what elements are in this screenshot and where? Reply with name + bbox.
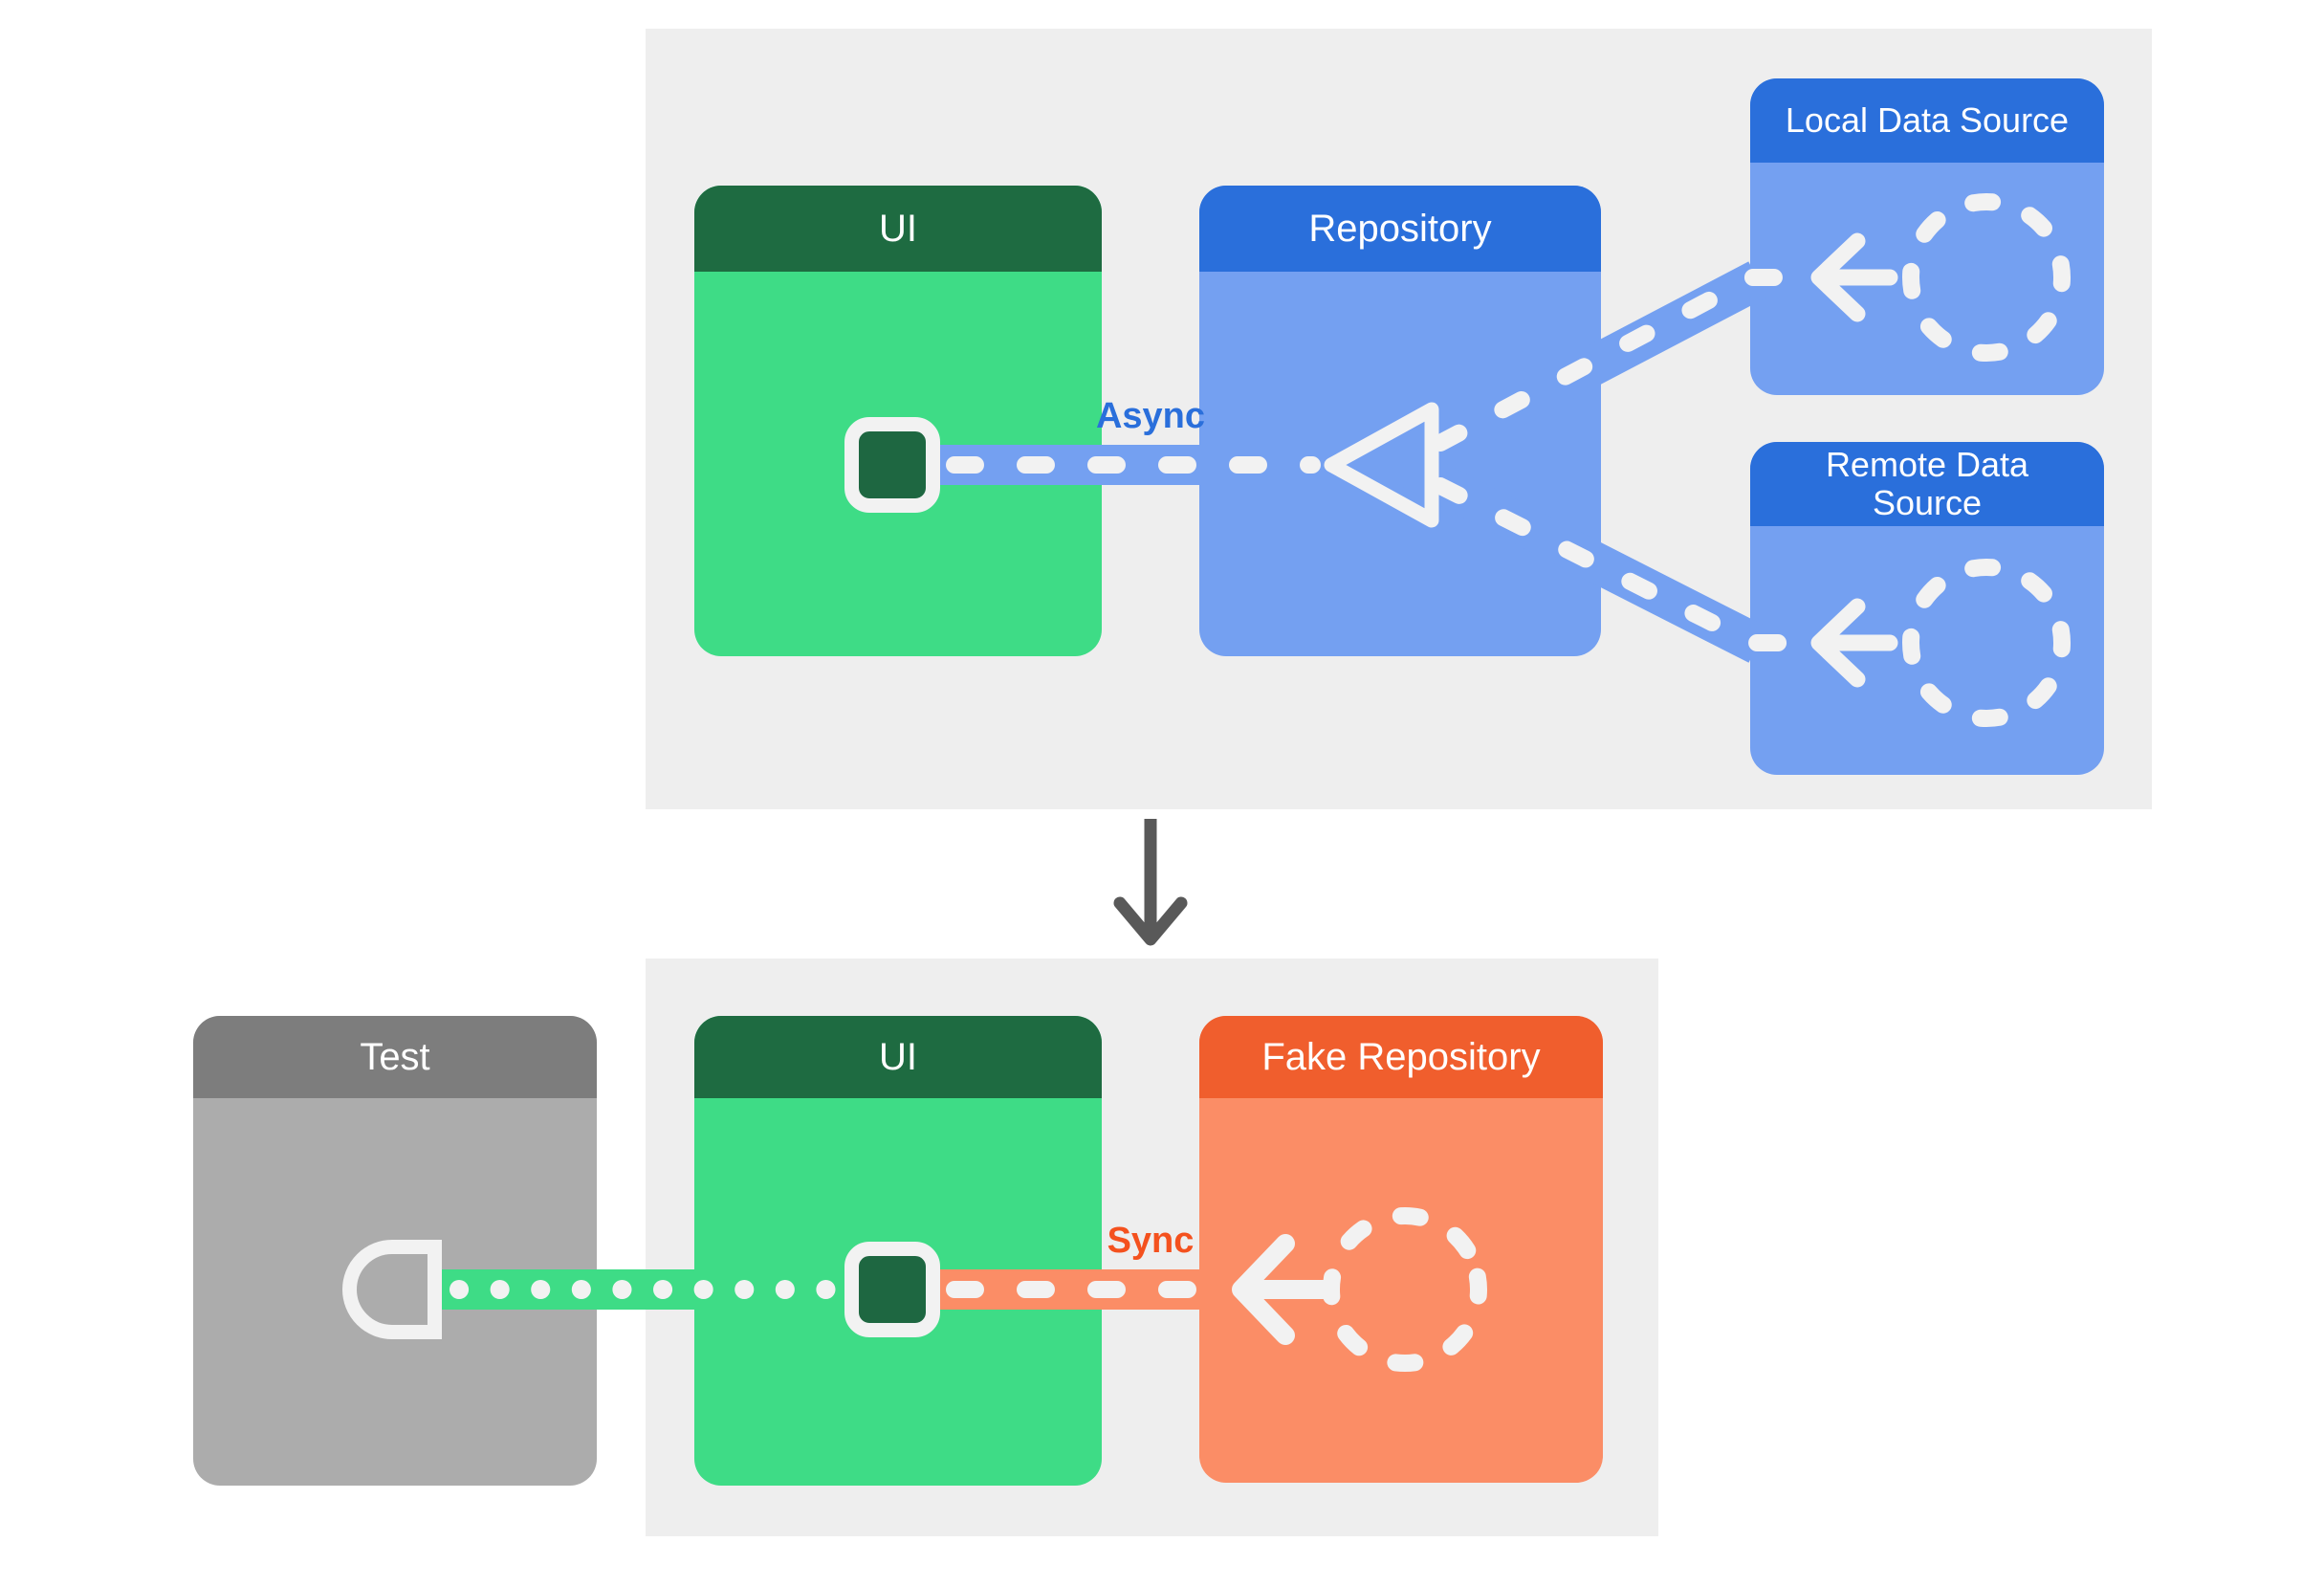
repository-box-title: Repository	[1308, 208, 1492, 250]
repository-box-header: Repository	[1199, 186, 1601, 272]
ui-box: UI	[694, 186, 1102, 656]
test-box-header: Test	[193, 1016, 597, 1098]
ui-box-test-title: UI	[879, 1036, 917, 1078]
fake-repository-box: Fake Repository	[1199, 1016, 1603, 1483]
async-label: Async	[1095, 396, 1206, 436]
local-data-source-title: Local Data Source	[1785, 100, 2070, 140]
fake-repository-title: Fake Repository	[1261, 1036, 1541, 1078]
ui-box-test-header: UI	[694, 1016, 1102, 1098]
fake-repository-header: Fake Repository	[1199, 1016, 1603, 1098]
remote-data-source-header: Remote Data Source	[1750, 442, 2104, 526]
ui-box-title: UI	[879, 208, 917, 250]
interface-port-icon	[844, 1242, 940, 1337]
local-data-source-box: Local Data Source	[1750, 78, 2104, 395]
remote-data-source-box: Remote Data Source	[1750, 442, 2104, 775]
local-data-source-header: Local Data Source	[1750, 78, 2104, 163]
ui-box-header: UI	[694, 186, 1102, 272]
repository-box: Repository	[1199, 186, 1601, 656]
test-box-title: Test	[360, 1036, 430, 1078]
sync-label: Sync	[1107, 1221, 1195, 1261]
flow-down-arrow	[1113, 819, 1188, 946]
interface-port-icon	[844, 417, 940, 513]
test-socket-icon	[342, 1240, 442, 1339]
remote-data-source-title: Remote Data Source	[1825, 445, 2029, 522]
